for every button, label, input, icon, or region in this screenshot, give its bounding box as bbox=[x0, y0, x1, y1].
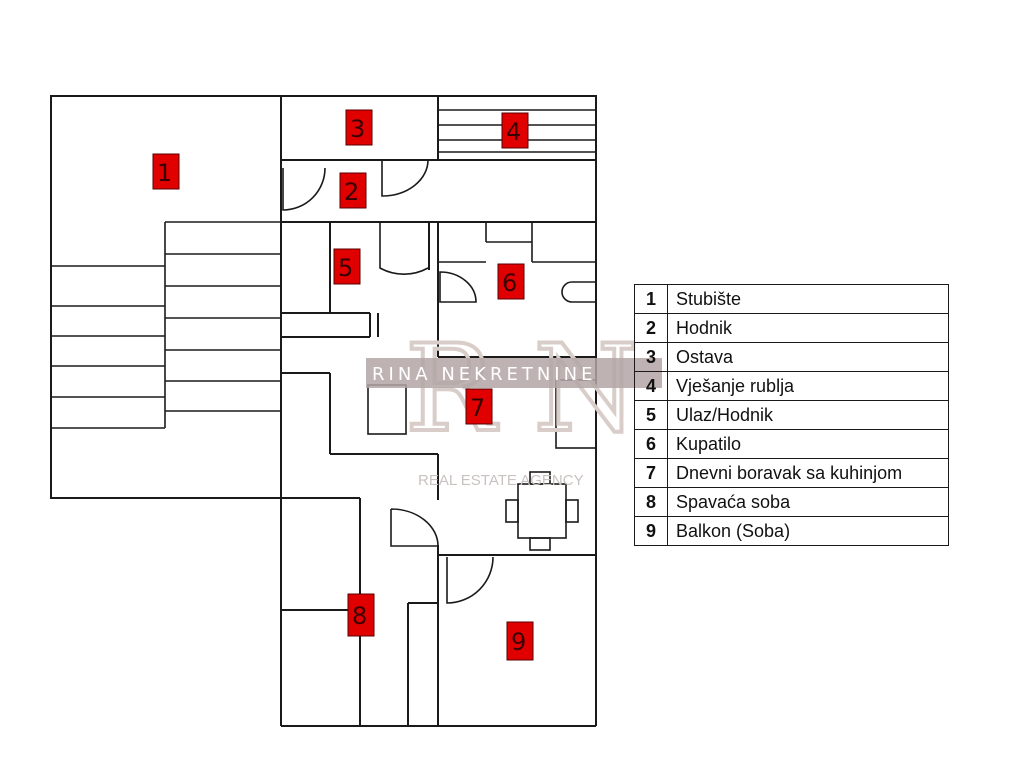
legend-room-name: Hodnik bbox=[667, 313, 949, 343]
legend-number: 1 bbox=[634, 284, 668, 314]
room-marker-9: 9 bbox=[506, 621, 534, 661]
legend-number: 3 bbox=[634, 342, 668, 372]
watermark-subtitle: REAL ESTATE AGENCY bbox=[418, 472, 584, 489]
svg-text:5: 5 bbox=[338, 254, 353, 282]
upper-rooms bbox=[280, 95, 597, 223]
stairwell bbox=[50, 95, 282, 499]
watermark-band-text: RINA NEKRETNINE bbox=[372, 364, 596, 385]
svg-text:9: 9 bbox=[511, 628, 526, 656]
room-marker-7: 7 bbox=[465, 388, 493, 425]
svg-text:1: 1 bbox=[157, 159, 172, 187]
legend-number: 9 bbox=[634, 516, 668, 546]
room-marker-4: 4 bbox=[501, 112, 529, 149]
svg-text:8: 8 bbox=[352, 602, 367, 630]
svg-text:7: 7 bbox=[470, 394, 485, 422]
legend-room-name: Vješanje rublja bbox=[667, 371, 949, 401]
legend-number: 6 bbox=[634, 429, 668, 459]
apartment-walls bbox=[280, 96, 597, 727]
legend-number: 8 bbox=[634, 487, 668, 517]
legend-room-name: Spavaća soba bbox=[667, 487, 949, 517]
svg-text:3: 3 bbox=[350, 115, 365, 143]
legend-number: 2 bbox=[634, 313, 668, 343]
legend-room-name: Ostava bbox=[667, 342, 949, 372]
room-marker-5: 5 bbox=[333, 248, 361, 285]
legend-room-name: Dnevni boravak sa kuhinjom bbox=[667, 458, 949, 488]
room-marker-1: 1 bbox=[152, 153, 180, 190]
watermark: R N RINA NEKRETNINE REAL ESTATE AGENCY bbox=[366, 318, 662, 489]
watermark-letters: R N bbox=[405, 320, 639, 459]
svg-text:6: 6 bbox=[502, 269, 517, 297]
svg-text:2: 2 bbox=[344, 178, 359, 206]
legend-room-name: Kupatilo bbox=[667, 429, 949, 459]
legend-room-name: Stubište bbox=[667, 284, 949, 314]
legend-number: 5 bbox=[634, 400, 668, 430]
legend-number: 7 bbox=[634, 458, 668, 488]
room-marker-2: 2 bbox=[339, 172, 367, 209]
svg-text:4: 4 bbox=[506, 118, 521, 146]
legend-room-name: Ulaz/Hodnik bbox=[667, 400, 949, 430]
room-marker-3: 3 bbox=[345, 109, 373, 146]
legend-number: 4 bbox=[634, 371, 668, 401]
room-marker-8: 8 bbox=[347, 593, 375, 637]
legend-room-name: Balkon (Soba) bbox=[667, 516, 949, 546]
room-marker-6: 6 bbox=[497, 263, 525, 300]
